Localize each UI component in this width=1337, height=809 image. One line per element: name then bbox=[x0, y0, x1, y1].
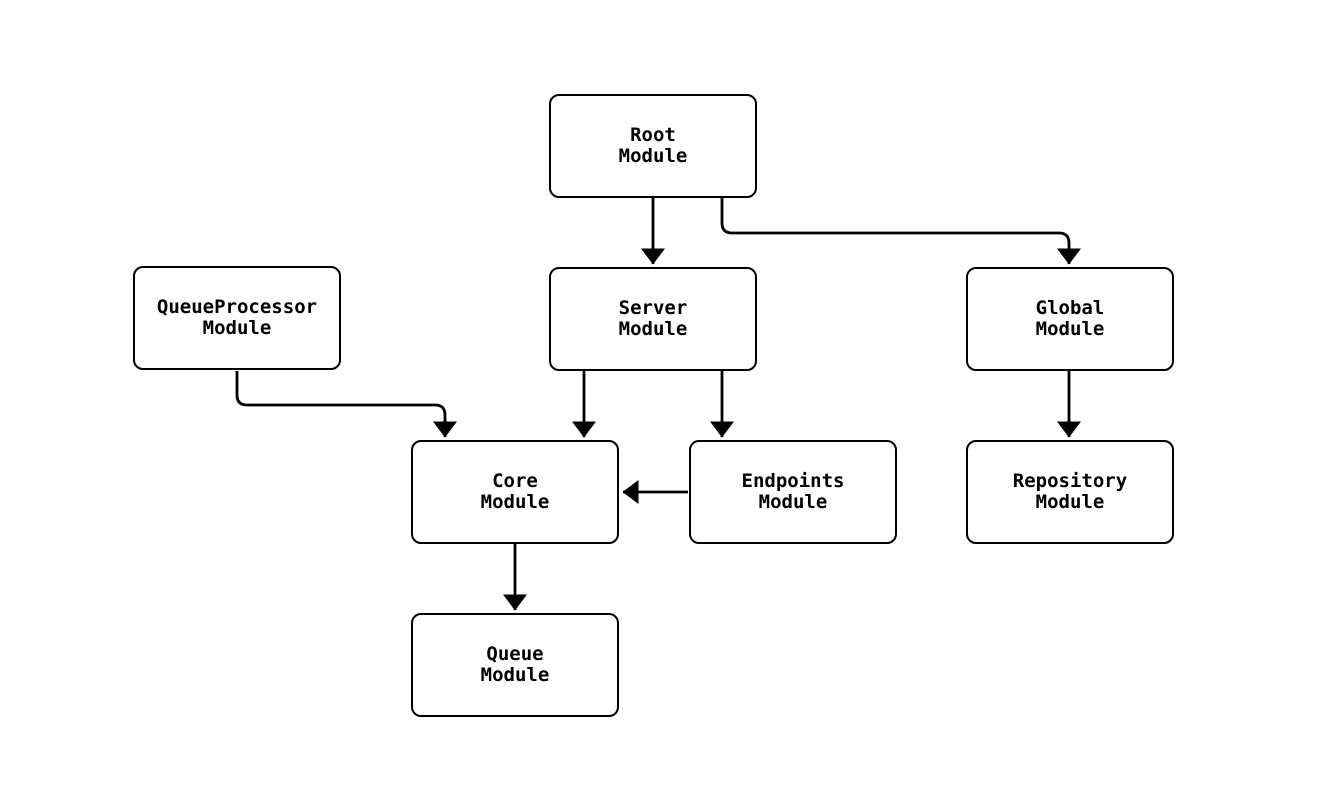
node-repository-module-label-line1: Repository bbox=[1012, 470, 1128, 492]
node-root-module-label-line1: Root bbox=[630, 124, 676, 146]
node-queueprocessor-module-label-line1: QueueProcessor bbox=[156, 296, 318, 318]
node-server-module-label-line2: Module bbox=[618, 318, 688, 340]
node-queue-module-label-line1: Queue bbox=[486, 643, 544, 665]
node-queueprocessor-module-label-line2: Module bbox=[202, 317, 272, 339]
node-queue-module-label-line2: Module bbox=[480, 664, 550, 686]
node-endpoints-module: Endpoints Module bbox=[689, 440, 897, 544]
node-core-module-label-line2: Module bbox=[480, 491, 550, 513]
node-root-module-label-line2: Module bbox=[618, 145, 688, 167]
node-core-module-label-line1: Core bbox=[492, 470, 538, 492]
node-root-module: Root Module bbox=[549, 94, 757, 198]
node-queueprocessor-module: QueueProcessor Module bbox=[133, 266, 341, 370]
node-server-module-label-line1: Server bbox=[618, 297, 688, 319]
node-server-module: Server Module bbox=[549, 267, 757, 371]
node-repository-module-label-line2: Module bbox=[1035, 491, 1105, 513]
edge-root-to-global bbox=[720, 198, 1081, 265]
node-endpoints-module-label-line1: Endpoints bbox=[741, 470, 845, 492]
node-queue-module: Queue Module bbox=[411, 613, 619, 717]
node-endpoints-module-label-line2: Module bbox=[758, 491, 828, 513]
edge-queueprocessor-to-core bbox=[235, 371, 457, 438]
node-core-module: Core Module bbox=[411, 440, 619, 544]
node-global-module-label-line1: Global bbox=[1035, 297, 1105, 319]
node-repository-module: Repository Module bbox=[966, 440, 1174, 544]
node-global-module: Global Module bbox=[966, 267, 1174, 371]
node-global-module-label-line2: Module bbox=[1035, 318, 1105, 340]
